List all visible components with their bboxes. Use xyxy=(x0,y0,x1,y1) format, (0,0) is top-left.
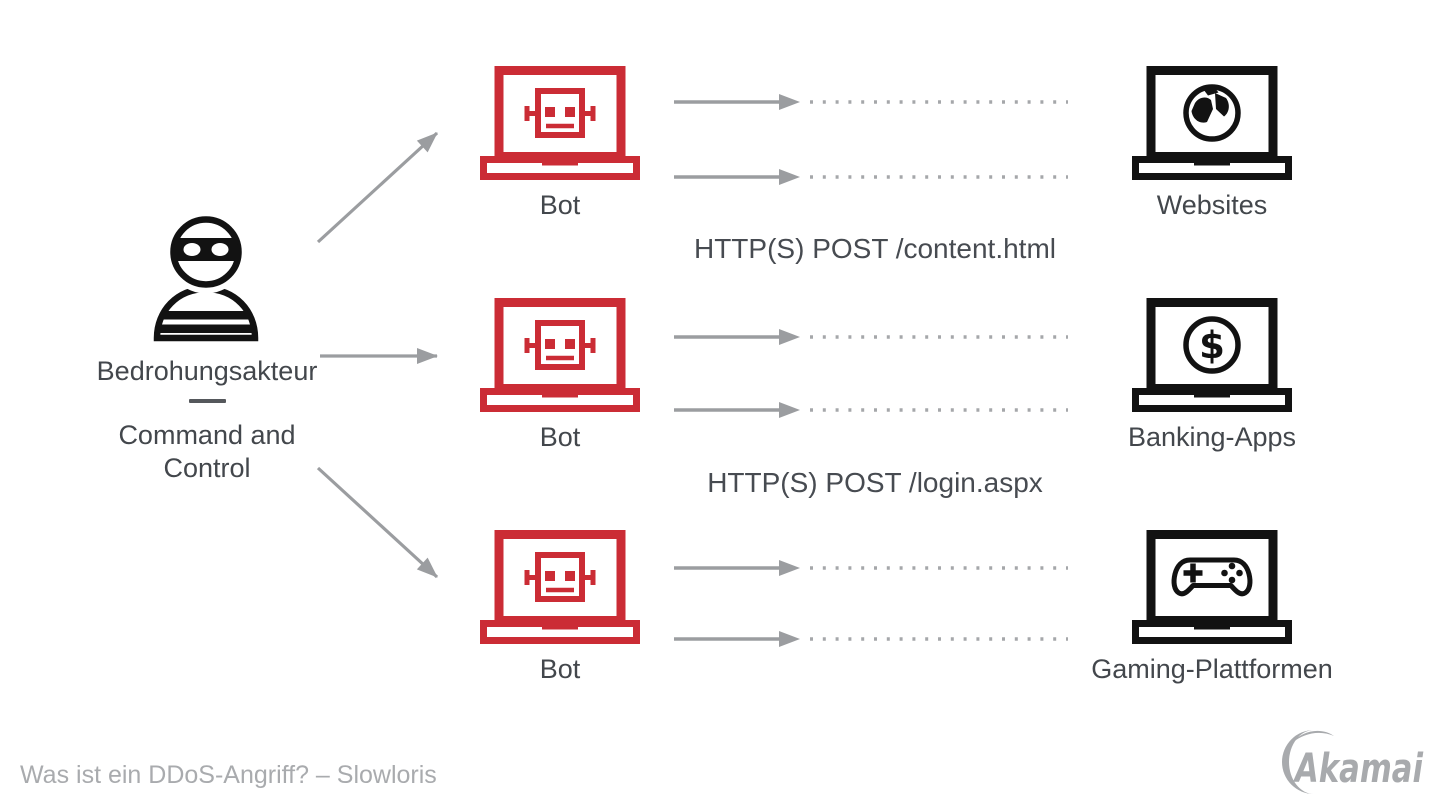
attack-arrow xyxy=(674,94,1068,110)
bot-label: Bot xyxy=(539,422,581,452)
attack-arrow xyxy=(674,560,1068,576)
target-label: Banking-Apps xyxy=(1127,422,1297,452)
robot-laptop-icon xyxy=(480,66,640,180)
bot-group-1: Bot xyxy=(480,66,640,221)
burglar-icon xyxy=(153,214,259,342)
http-post-content-label: HTTP(S) POST /content.html xyxy=(693,233,1057,264)
command-and-control-line2: Control xyxy=(163,453,251,483)
dollar-sign-glyph: $ xyxy=(1199,324,1225,367)
bot-group-3: Bot xyxy=(480,530,640,685)
akamai-swoosh-small xyxy=(1292,730,1334,743)
attack-arrow xyxy=(674,169,1068,185)
attack-arrow xyxy=(674,329,1068,345)
command-and-control-line1: Command and xyxy=(118,420,296,450)
dollar-laptop-icon: $ xyxy=(1132,298,1292,412)
target-group-gaming: Gaming-Plattformen xyxy=(1091,530,1333,685)
target-label: Websites xyxy=(1156,190,1268,220)
akamai-logo: Akamai xyxy=(1282,730,1424,794)
target-group-banking: $ Banking-Apps xyxy=(1128,298,1296,453)
attack-arrow xyxy=(674,402,1068,418)
command-arrow-to-bot1 xyxy=(316,131,439,244)
bot-label: Bot xyxy=(539,190,581,220)
target-group-websites: Websites xyxy=(1132,66,1292,221)
footer-caption: Was ist ein DDoS-Angriff? – Slowloris xyxy=(20,761,437,789)
threat-actor-group xyxy=(151,212,261,349)
command-and-control-label: Command and Control xyxy=(32,419,382,485)
akamai-swoosh-large xyxy=(1282,730,1314,794)
robot-laptop-icon xyxy=(480,530,640,644)
actor-label-divider xyxy=(189,399,226,403)
target-label: Gaming-Plattformen xyxy=(1091,654,1333,684)
http-post-login-label: HTTP(S) POST /login.aspx xyxy=(707,467,1043,498)
robot-laptop-icon xyxy=(480,298,640,412)
bot-group-2: Bot xyxy=(480,298,640,453)
attack-arrows xyxy=(674,94,1068,647)
threat-actor-label: Bedrohungsakteur xyxy=(96,356,318,386)
akamai-wordmark: Akamai xyxy=(1293,746,1424,792)
gamepad-laptop-icon xyxy=(1132,530,1292,644)
attack-arrow xyxy=(674,631,1068,647)
bot-label: Bot xyxy=(539,654,581,684)
globe-laptop-icon xyxy=(1132,66,1292,180)
